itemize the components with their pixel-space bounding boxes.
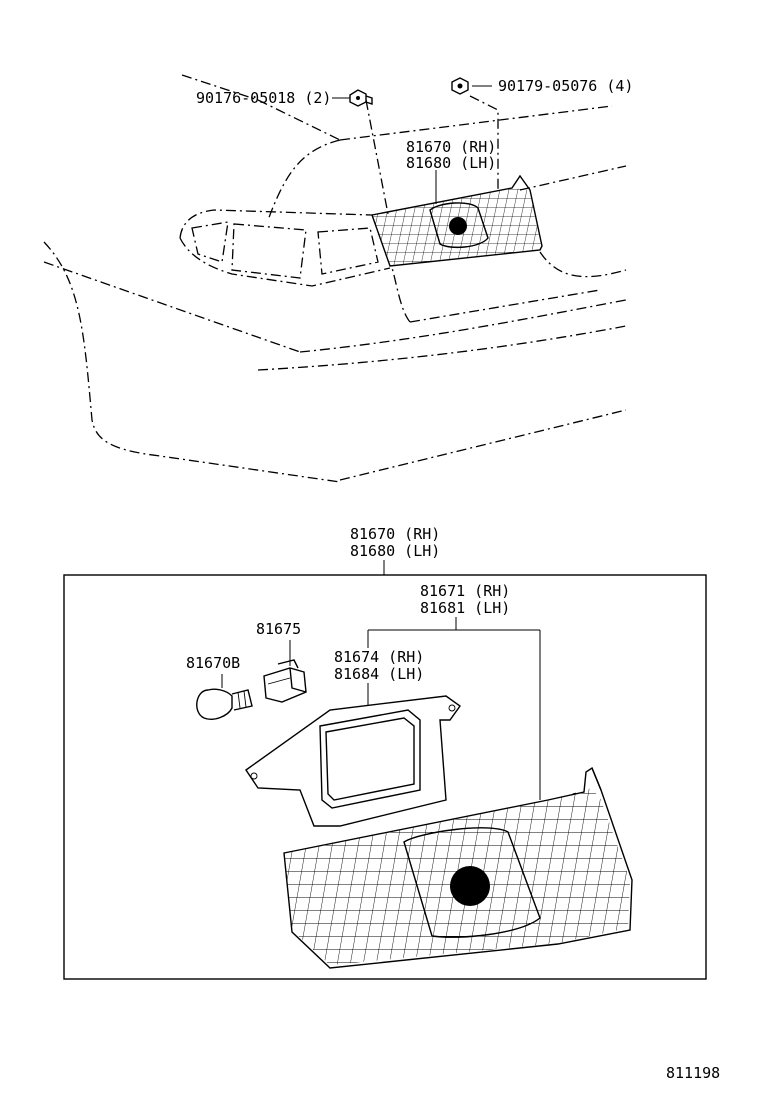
- bolt-90176-icon: [349, 89, 373, 107]
- gasket-icon: [245, 695, 461, 827]
- lower-lamp-lens: [283, 766, 633, 969]
- socket-label: 81675: [256, 620, 301, 638]
- bulb-label: 81670B: [186, 654, 240, 672]
- lens-rh-label: 81671 (RH): [420, 582, 510, 600]
- bulb-icon: [196, 688, 253, 720]
- upper-lamp-lh-label: 81680 (LH): [406, 154, 496, 172]
- upper-lamp-lens: [371, 174, 543, 267]
- socket-icon: [263, 659, 307, 703]
- lens-lh-label: 81681 (LH): [420, 599, 510, 617]
- upper-lamp-rh-label: 81670 (RH): [406, 138, 496, 156]
- bolt-90179-label: 90179-05076 (4): [498, 77, 633, 95]
- assembly-frame: [63, 574, 707, 980]
- gasket-rh-label: 81674 (RH): [334, 648, 424, 666]
- gasket-lh-label: 81684 (LH): [334, 665, 424, 683]
- vehicle-rear-outline: [43, 74, 627, 483]
- assy-rh-label: 81670 (RH): [350, 525, 440, 543]
- assy-lh-label: 81680 (LH): [350, 542, 440, 560]
- bolt-90179-icon: [451, 77, 469, 95]
- bolt-90176-label: 90176-05018 (2): [196, 89, 331, 107]
- figure-number: 811198: [666, 1064, 720, 1082]
